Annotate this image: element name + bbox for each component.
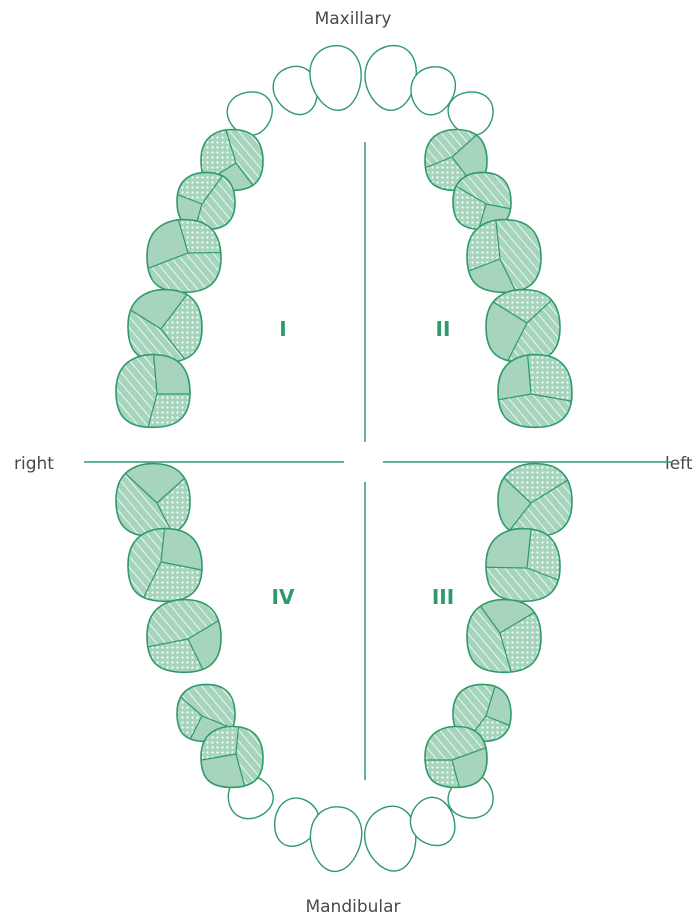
left-side-label: left <box>665 454 693 474</box>
quadrant-label-4: IV <box>272 585 295 609</box>
quadrant-label-2: II <box>436 317 451 341</box>
lower-right-posterior-tooth <box>115 600 251 706</box>
upper-anterior-tooth <box>362 43 419 112</box>
mandibular-label: Mandibular <box>305 897 400 917</box>
maxillary-label: Maxillary <box>315 9 392 29</box>
quadrant-label-3: III <box>432 585 454 609</box>
right-side-label: right <box>14 454 54 474</box>
teeth-group <box>98 43 604 873</box>
lower-anterior-tooth <box>362 804 419 873</box>
quadrant-label-1: I <box>279 317 286 341</box>
